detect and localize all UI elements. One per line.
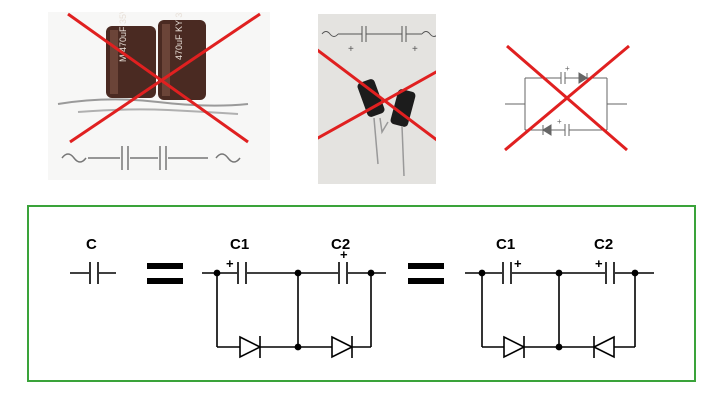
diode-a1 bbox=[239, 335, 262, 359]
junction-dot bbox=[631, 269, 639, 277]
capacitor-small-1 bbox=[357, 79, 385, 117]
plus-a-c2: + bbox=[340, 247, 348, 262]
diode-b2 bbox=[592, 335, 615, 359]
cross-line-6 bbox=[506, 44, 628, 152]
label-b-c1: C1 bbox=[496, 236, 515, 253]
cross-line-1 bbox=[69, 12, 261, 144]
label-b-c2: C2 bbox=[594, 236, 613, 253]
capacitor-2-print: 470uF KY 35V bbox=[174, 12, 184, 60]
small-schematic-plus-1: + bbox=[565, 64, 570, 73]
cross-line-2 bbox=[67, 12, 249, 144]
small-schematic-crossed: + + bbox=[503, 44, 633, 154]
circuit-a bbox=[202, 262, 386, 358]
equals-sign-1-bottom bbox=[147, 278, 183, 284]
photo-twisted-capacitors: + + bbox=[318, 14, 436, 184]
single-capacitor-symbol bbox=[70, 262, 116, 284]
label-a-c1: C1 bbox=[230, 236, 249, 253]
junction-dot bbox=[213, 269, 221, 277]
capacitor-can-1 bbox=[106, 26, 156, 98]
small-schematic-drawing: + + bbox=[504, 44, 630, 152]
small-schematic-plus-2: + bbox=[557, 117, 562, 126]
photo-two-capacitors-drawing: M 470uF 35V 470uF KY 35V bbox=[48, 12, 270, 180]
label-a-c2: C2 bbox=[331, 236, 350, 253]
equivalent-schematic: C C1 C2 C1 C2 + + + + bbox=[70, 236, 654, 359]
capacitor-1-print: M 470uF 35V bbox=[118, 12, 128, 62]
diode-b1 bbox=[503, 335, 526, 359]
junction-dot bbox=[294, 343, 302, 351]
plus-b-c2: + bbox=[595, 256, 603, 271]
label-c: C bbox=[86, 236, 97, 253]
photo-twisted-capacitors-drawing: + + bbox=[318, 14, 436, 184]
junction-dot bbox=[478, 269, 486, 277]
junction-dot bbox=[555, 269, 563, 277]
equals-sign-2-top bbox=[408, 263, 444, 269]
junction-dot bbox=[367, 269, 375, 277]
cross-line-4 bbox=[318, 48, 436, 142]
diode-a2 bbox=[331, 335, 354, 359]
junction-dot bbox=[294, 269, 302, 277]
equivalent-schematic-frame: C C1 C2 C1 C2 + + + + bbox=[27, 205, 696, 382]
circuit-b bbox=[465, 262, 654, 358]
junction-dot bbox=[555, 343, 563, 351]
plus-a-c1: + bbox=[226, 256, 234, 271]
photo-two-capacitors: M 470uF 35V 470uF KY 35V bbox=[48, 12, 270, 180]
equals-sign-2-bottom bbox=[408, 278, 444, 284]
equals-sign-1-top bbox=[147, 263, 183, 269]
photo2-plus-1: + bbox=[348, 44, 354, 55]
photo2-plus-2: + bbox=[412, 44, 418, 55]
plus-b-c1: + bbox=[514, 256, 522, 271]
